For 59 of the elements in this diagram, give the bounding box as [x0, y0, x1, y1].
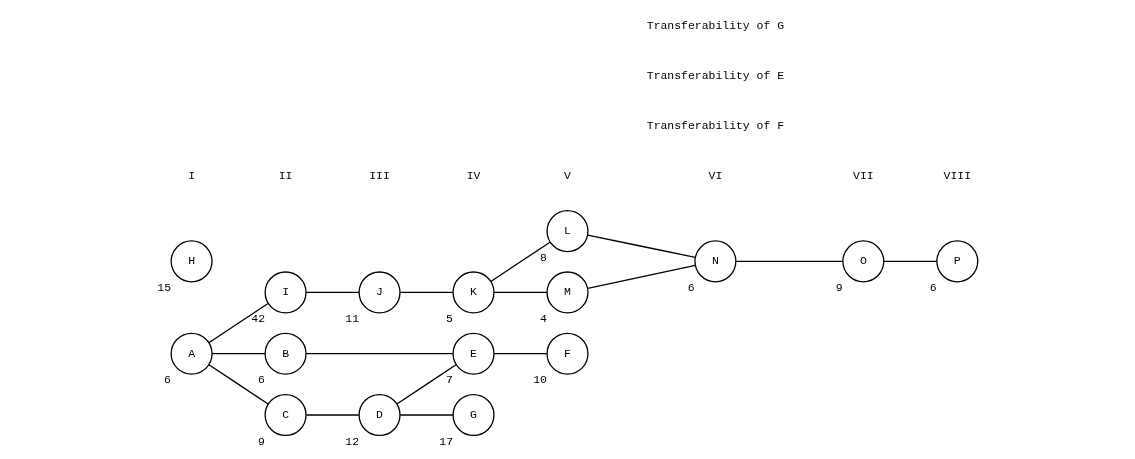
connector	[883, 260, 938, 263]
connector	[305, 353, 454, 355]
node-label: 11	[345, 312, 360, 326]
connector	[305, 414, 360, 416]
connector	[305, 291, 360, 294]
label: Transferability of E	[646, 68, 785, 82]
node-label: 6	[687, 280, 695, 294]
connector	[587, 264, 696, 289]
connector	[493, 291, 548, 294]
connector	[208, 364, 269, 405]
connector	[211, 353, 266, 355]
node-label: 4	[539, 312, 547, 326]
label: VI	[708, 168, 723, 182]
node-label: 6	[164, 373, 171, 387]
node-circle: N	[694, 240, 737, 283]
node-label: 9	[258, 434, 265, 448]
node-label: 9	[835, 280, 843, 294]
connector	[735, 260, 844, 263]
node-circle: D	[358, 393, 401, 437]
label: VIII	[943, 168, 972, 182]
node-circle: A	[170, 332, 213, 375]
node-circle: B	[264, 332, 307, 375]
label: III	[369, 168, 390, 182]
node-circle: K	[452, 271, 495, 314]
node-label: 12	[345, 434, 360, 448]
node-circle: O	[842, 240, 885, 283]
node-label: 17	[439, 434, 454, 448]
node-circle: C	[264, 393, 307, 437]
node-label: 42	[251, 312, 266, 326]
label: VII	[853, 168, 874, 182]
node-circle: H	[170, 240, 213, 283]
node-circle: L	[546, 210, 589, 253]
node-label: 8	[539, 250, 547, 264]
node-circle: F	[546, 332, 589, 375]
connector	[396, 364, 457, 405]
connector	[208, 302, 269, 344]
label: Transferability of F	[646, 118, 785, 132]
node-circle: I	[264, 271, 307, 314]
connector	[587, 234, 696, 259]
label: I	[188, 168, 196, 182]
node-label: 7	[445, 373, 453, 387]
label: V	[564, 168, 571, 182]
node-label: 10	[533, 373, 547, 387]
node-label: 15	[157, 280, 172, 294]
node-circle: J	[358, 271, 401, 314]
label: IV	[466, 168, 481, 182]
label: II	[278, 168, 293, 182]
connector	[493, 353, 548, 355]
node-circle: E	[452, 332, 495, 375]
node-label: 6	[929, 280, 937, 294]
connector	[399, 414, 454, 416]
node-label: 5	[445, 312, 453, 326]
connector	[399, 291, 454, 294]
node-circle: P	[936, 240, 979, 283]
connector	[490, 241, 551, 283]
node-circle: G	[452, 393, 495, 437]
node-circle: M	[546, 271, 589, 314]
node-label: 6	[258, 373, 265, 387]
label: Transferability of G	[646, 19, 785, 33]
